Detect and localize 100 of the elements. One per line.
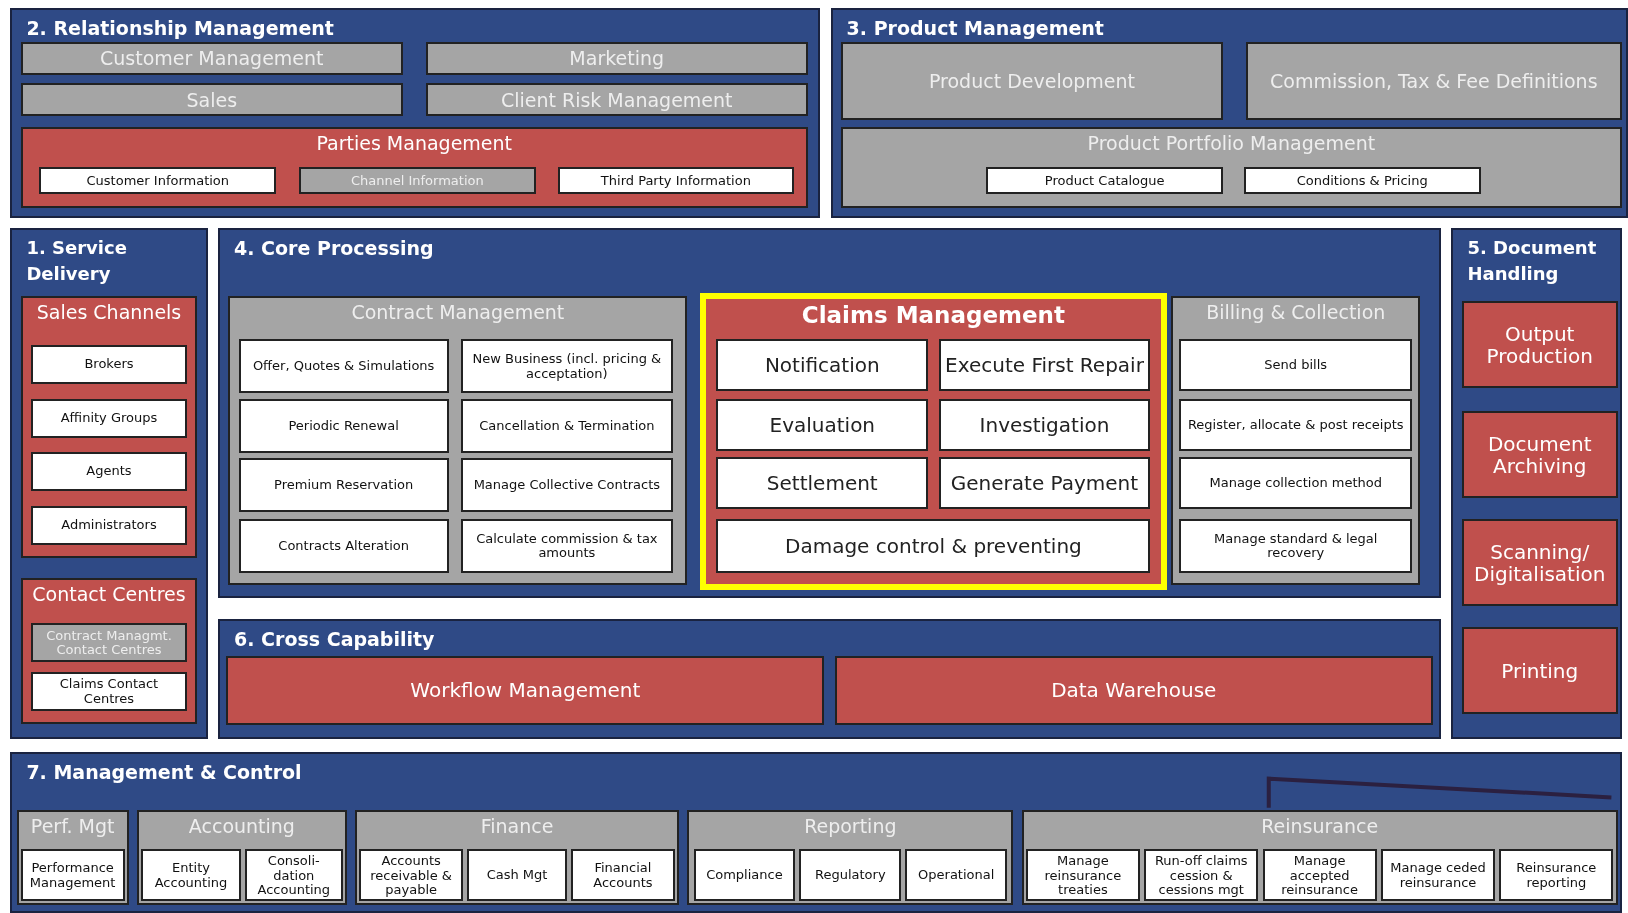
box-label: Send bills — [1263, 358, 1329, 373]
box-label: Cash Mgt — [485, 868, 549, 883]
group-title: Marketing — [568, 47, 666, 69]
capability-box — [716, 519, 1151, 574]
section-panel — [830, 8, 1628, 218]
capability-box — [834, 656, 1433, 725]
box-label: Output Production — [1485, 322, 1594, 367]
capability-box — [460, 457, 673, 512]
group-panel — [20, 41, 403, 75]
capability-box — [31, 398, 187, 439]
capability-box — [716, 456, 929, 509]
box-label: Settlement — [765, 471, 879, 494]
section-panel — [218, 228, 1442, 598]
group-title: Claims Management — [801, 302, 1065, 329]
box-label: Contract Managmt. Contact Centres — [45, 628, 173, 657]
box-label: Workflow Management — [409, 679, 642, 702]
box-label: Contracts Alteration — [277, 538, 410, 554]
group-title: Reinsurance — [1261, 815, 1379, 837]
group-panel — [20, 578, 198, 724]
group-panel — [1021, 809, 1618, 906]
box-label: Financial Accounts — [592, 860, 654, 890]
group-title: Parties Management — [316, 132, 513, 154]
capability-box — [467, 849, 567, 902]
capability-box — [31, 344, 187, 385]
section-title: 5. Document Handling — [1467, 236, 1598, 286]
capability-box — [39, 167, 277, 195]
box-label: Operational — [917, 868, 996, 883]
box-label: Customer Information — [85, 173, 231, 188]
capability-box — [238, 398, 449, 453]
section-panel — [10, 751, 1622, 913]
capability-box — [799, 849, 902, 902]
group-title: Commission, Tax & Fee Definitions — [1269, 70, 1599, 92]
capability-box — [716, 339, 929, 392]
capability-box — [557, 167, 795, 195]
box-label: Calculate commission & tax amounts — [475, 531, 659, 561]
box-label: Affinity Groups — [59, 411, 159, 426]
group-title: Sales — [185, 89, 239, 111]
highlighted-panel — [699, 292, 1167, 590]
capability-box — [938, 398, 1151, 451]
box-label: Scanning/ Digitalisation — [1473, 540, 1607, 585]
capability-box — [238, 339, 449, 394]
section-title: 6. Cross Capability — [234, 626, 436, 652]
group-panel — [1245, 41, 1622, 121]
group-title: Client Risk Management — [499, 89, 734, 111]
box-label: Register, allocate & post receipts — [1186, 417, 1405, 432]
group-panel — [20, 126, 808, 208]
capability-box — [1499, 849, 1614, 902]
box-label: Claims Contact Centres — [58, 677, 160, 706]
capability-box — [1144, 849, 1259, 902]
box-label: Generate Payment — [949, 471, 1140, 494]
capability-box — [693, 849, 796, 902]
capability-box — [905, 849, 1008, 902]
box-label: Printing — [1500, 659, 1580, 682]
capability-box — [238, 457, 449, 512]
group-panel — [137, 809, 347, 906]
box-label: Run-off claims cession & cessions mgt — [1153, 853, 1249, 897]
box-label: Third Party Information — [599, 173, 752, 188]
capability-box — [1179, 519, 1412, 574]
box-label: Compliance — [705, 868, 784, 883]
group-panel — [20, 83, 403, 117]
capability-box — [1243, 167, 1481, 195]
capability-box — [299, 167, 536, 195]
box-label: Brokers — [83, 357, 135, 372]
group-title: Contract Management — [351, 301, 565, 323]
group-title: Product Portfolio Management — [1087, 132, 1376, 154]
group-panel — [425, 83, 808, 117]
box-label: Data Warehouse — [1050, 679, 1218, 702]
capability-box — [1179, 339, 1412, 392]
section-title: 7. Management & Control — [26, 759, 303, 785]
group-title: Contact Centres — [32, 584, 186, 606]
box-label: Conditions & Pricing — [1295, 173, 1429, 188]
box-label: Manage reinsurance treaties — [1043, 853, 1123, 897]
box-label: Execute First Repair — [944, 354, 1145, 377]
box-label: Administrators — [60, 518, 158, 533]
capability-box — [1179, 398, 1412, 451]
box-label: Periodic Renewal — [287, 418, 400, 433]
box-label: Manage Collective Contracts — [472, 477, 662, 492]
group-title: Customer Management — [99, 47, 325, 69]
box-label: Offer, Quotes & Simulations — [251, 359, 436, 374]
capability-box — [986, 167, 1224, 195]
group-panel — [687, 809, 1014, 906]
box-label: Manage standard & legal recovery — [1213, 531, 1379, 561]
capability-box — [141, 849, 241, 902]
group-panel — [16, 809, 129, 906]
capability-box — [460, 398, 673, 453]
group-panel — [841, 126, 1622, 208]
box-label: Regulatory — [814, 868, 887, 883]
capability-box — [716, 398, 929, 451]
box-label: Consoli- dation Accounting — [256, 853, 332, 897]
capability-box — [1461, 301, 1618, 389]
box-label: Evaluation — [768, 413, 877, 436]
section-title: 1. Service Delivery — [26, 236, 128, 286]
box-label: Channel Information — [349, 173, 485, 188]
capability-box — [938, 456, 1151, 509]
capability-box — [20, 849, 125, 902]
capability-box — [1461, 519, 1618, 607]
group-panel — [355, 809, 679, 906]
box-label: Performance Management — [28, 860, 117, 890]
box-label: Manage collection method — [1208, 475, 1383, 490]
capability-box — [31, 622, 187, 663]
